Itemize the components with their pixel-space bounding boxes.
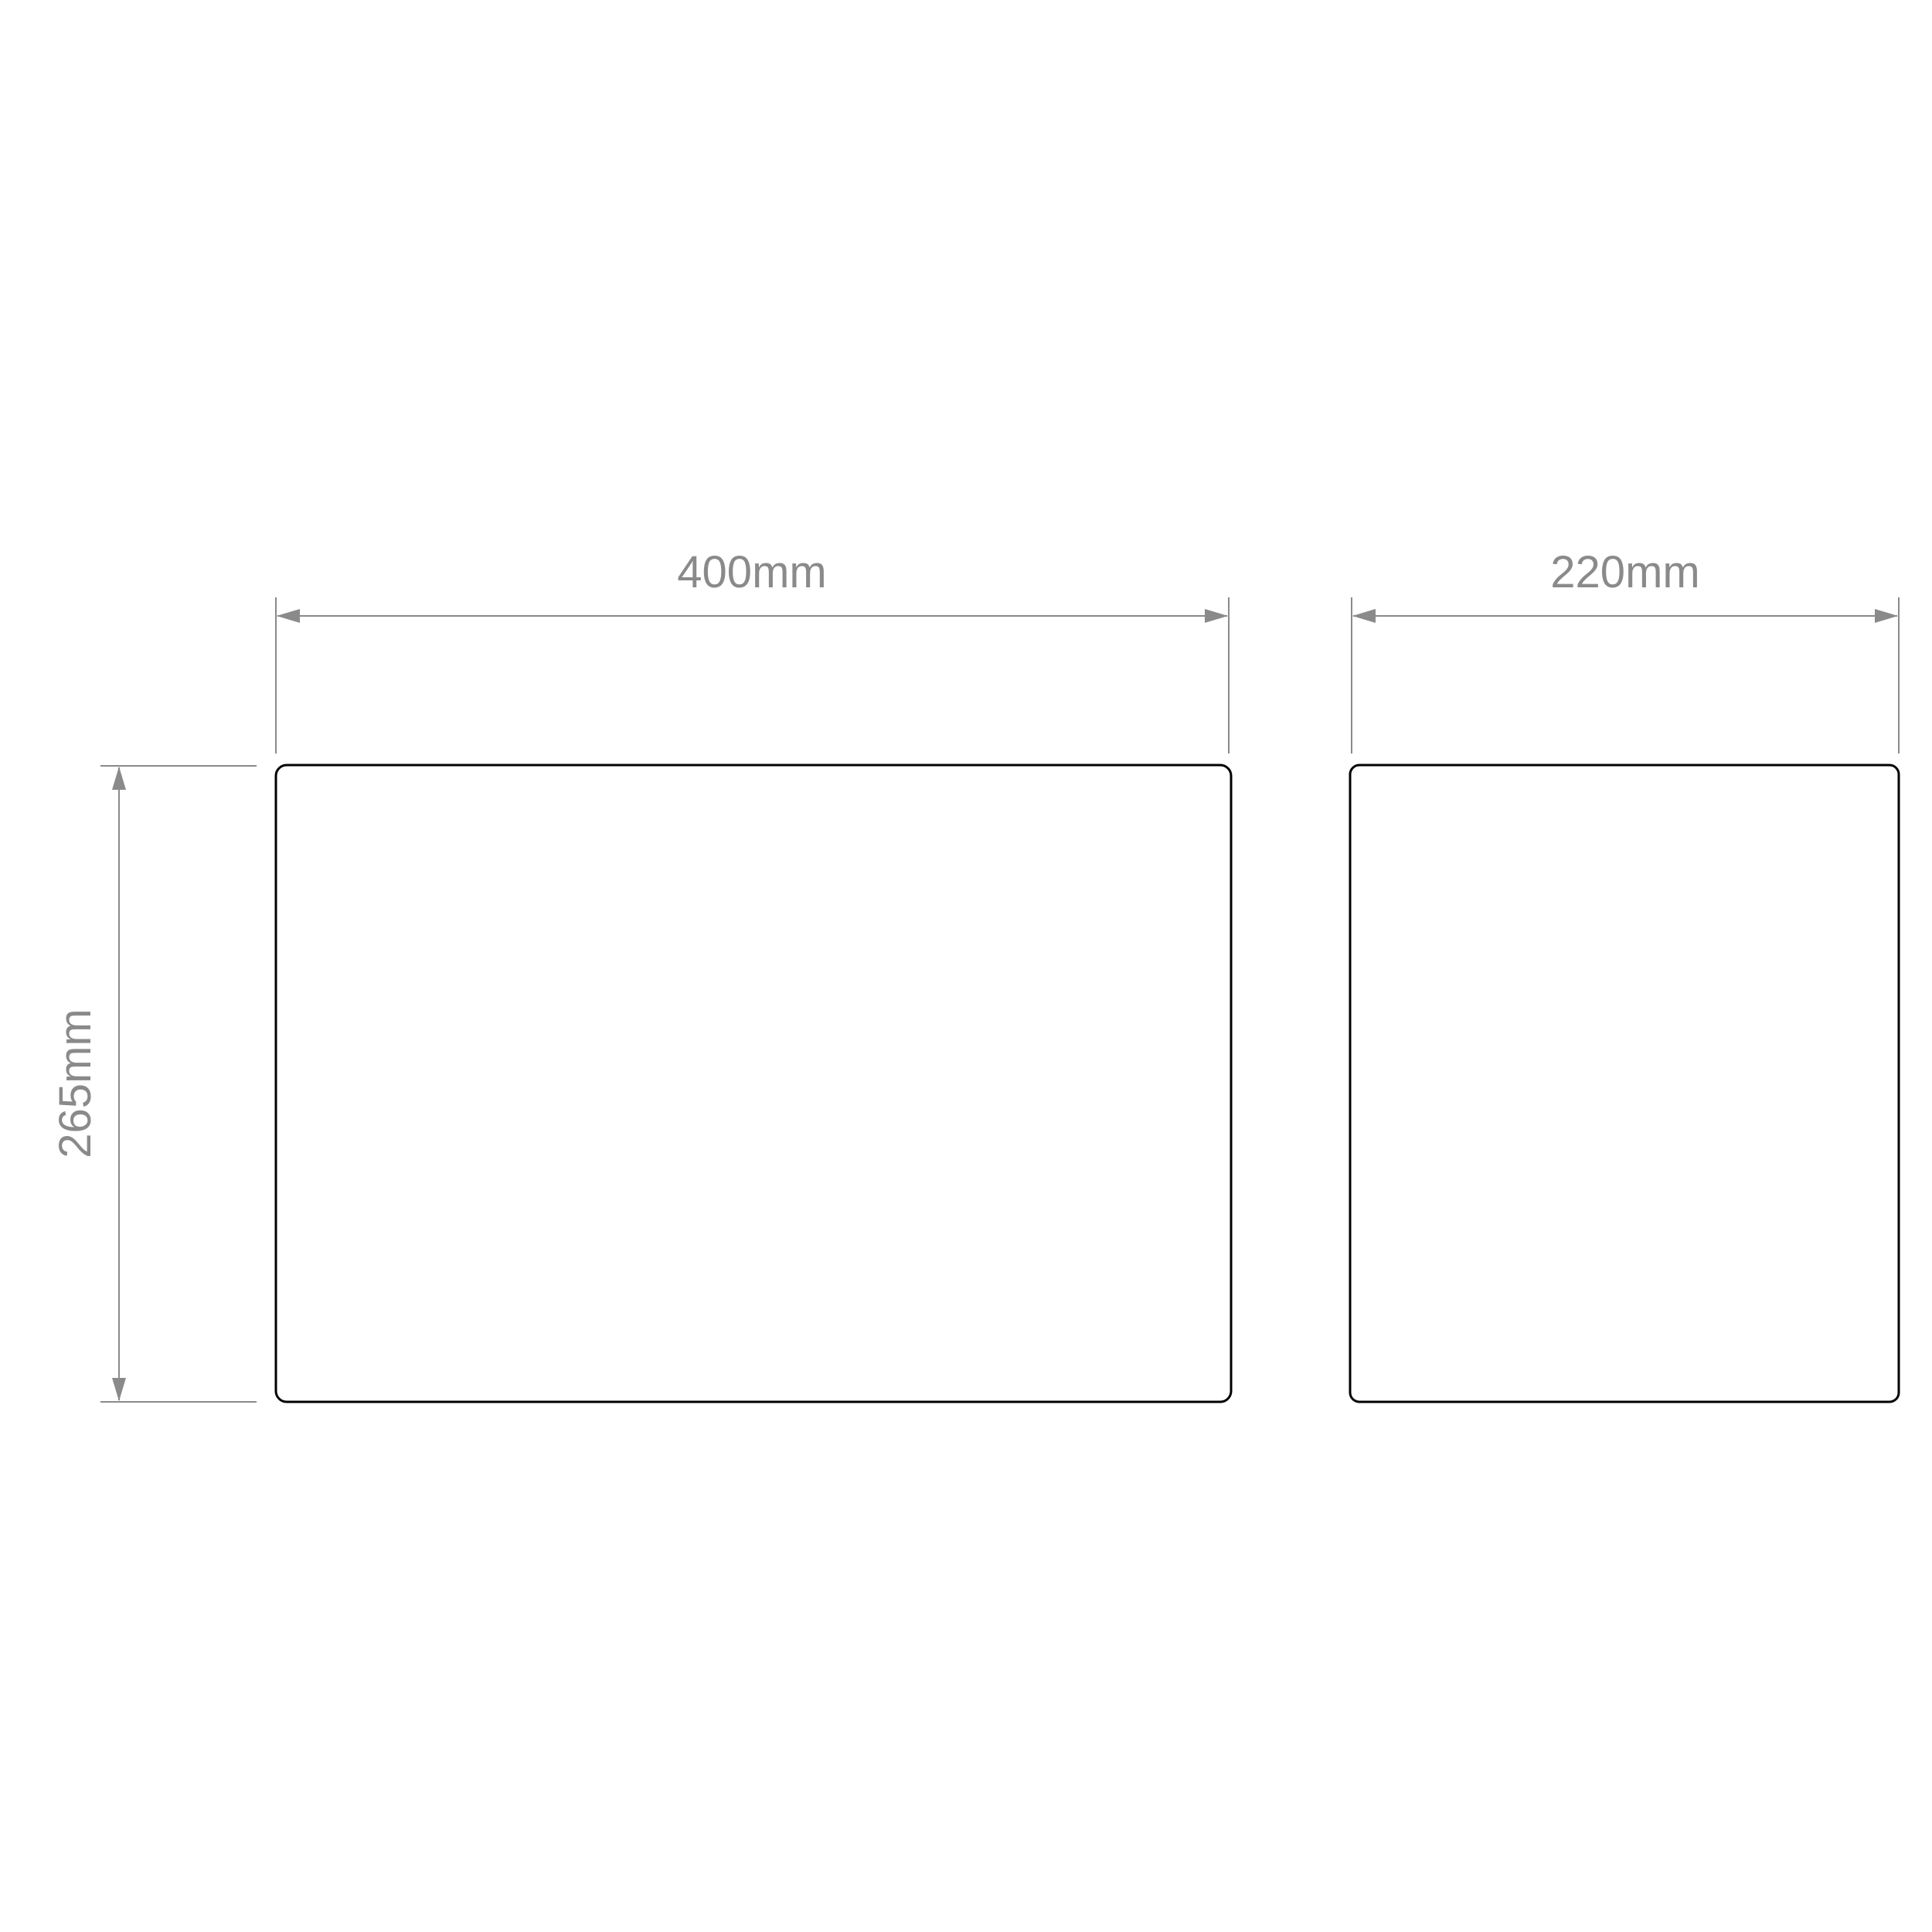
side-width-label: 220mm — [1550, 547, 1699, 597]
front-width-label: 400mm — [677, 547, 826, 597]
side-width-dimension: 220mm — [1351, 547, 1900, 753]
side-view-outline — [1349, 764, 1900, 1403]
height-dimension: 265mm — [50, 765, 257, 1403]
front-width-dimension: 400mm — [275, 547, 1230, 753]
front-view-outline — [274, 764, 1233, 1403]
front-view — [274, 764, 1233, 1403]
height-label: 265mm — [50, 1009, 100, 1158]
side-view — [1349, 764, 1900, 1403]
